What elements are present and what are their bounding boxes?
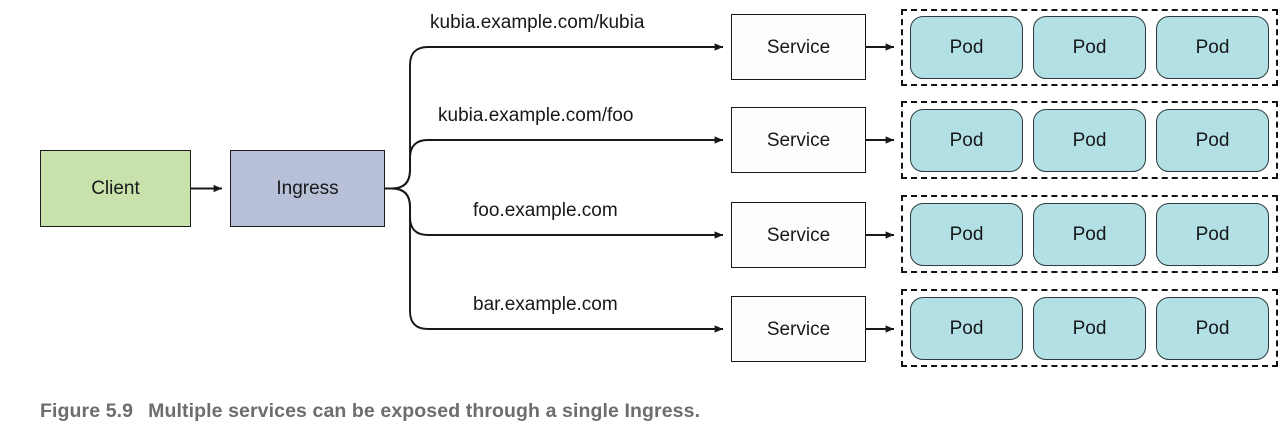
service-label: Service [766,129,831,151]
pod-label: Pod [949,129,984,151]
pod-box[interactable]: Pod [910,108,1023,172]
pod-box[interactable]: Pod [1033,202,1146,266]
pod-group-3: Pod Pod Pod [901,195,1278,273]
pod-group-2: Pod Pod Pod [901,101,1278,179]
pod-box[interactable]: Pod [1033,108,1146,172]
pod-box[interactable]: Pod [1156,296,1269,360]
pod-label: Pod [1072,317,1107,339]
pod-label: Pod [1072,223,1107,245]
route-label-bar: bar.example.com [473,294,618,315]
pod-box[interactable]: Pod [1033,16,1146,79]
service-box-3[interactable]: Service [731,202,866,268]
ingress-box[interactable]: Ingress [230,150,385,227]
route-label-kubia-foo: kubia.example.com/foo [438,105,634,126]
pod-box[interactable]: Pod [1156,16,1269,79]
ingress-label: Ingress [276,178,339,199]
pod-label: Pod [949,37,984,58]
pod-label: Pod [1195,223,1230,245]
pod-box[interactable]: Pod [1156,108,1269,172]
pod-label: Pod [949,223,984,245]
pod-group-1: Pod Pod Pod [901,9,1278,86]
service-label: Service [766,224,831,246]
pod-label: Pod [1195,129,1230,151]
client-box[interactable]: Client [40,150,191,227]
service-box-4[interactable]: Service [731,296,866,362]
client-label: Client [91,178,140,199]
route-label-kubia-kubia: kubia.example.com/kubia [430,12,645,33]
pod-label: Pod [949,317,984,339]
pod-label: Pod [1072,37,1107,58]
route-label-foo: foo.example.com [473,200,618,221]
service-box-1[interactable]: Service [731,14,866,80]
pod-label: Pod [1195,37,1230,58]
figure-caption: Figure 5.9 Multiple services can be expos… [40,400,700,423]
pod-label: Pod [1195,317,1230,339]
pod-box[interactable]: Pod [1033,296,1146,360]
pod-box[interactable]: Pod [910,296,1023,360]
service-label: Service [766,318,831,340]
figure-number: Figure 5.9 [40,400,134,422]
figure-caption-text: Multiple services can be exposed through… [148,400,701,422]
pod-label: Pod [1072,129,1107,151]
pod-box[interactable]: Pod [1156,202,1269,266]
service-label: Service [766,36,831,58]
service-box-2[interactable]: Service [731,107,866,173]
pod-box[interactable]: Pod [910,16,1023,79]
pod-group-4: Pod Pod Pod [901,289,1278,367]
pod-box[interactable]: Pod [910,202,1023,266]
